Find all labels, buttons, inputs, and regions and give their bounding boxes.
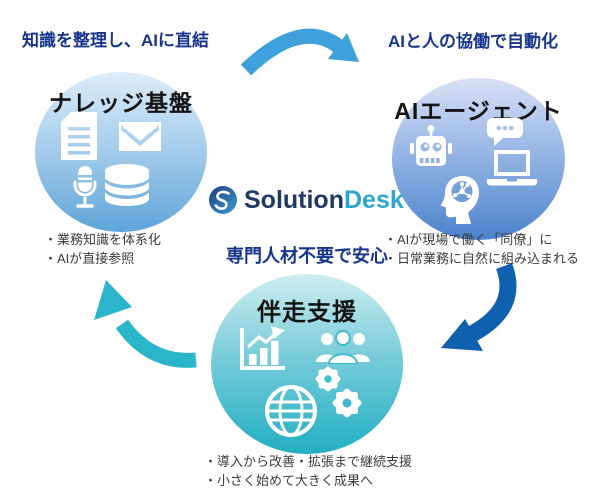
bar-chart-icon: [238, 326, 286, 372]
bullets-knowledge: ・業務知識を体系化 ・AIが直接参照: [44, 230, 161, 268]
laptop-icon: [487, 150, 537, 186]
arrow-support-to-knowledge: [84, 276, 202, 376]
bullet-item: ・導入から改善・拡張まで継続支援: [204, 454, 413, 469]
envelope-icon: [119, 122, 161, 151]
node-knowledge-base: ナレッジ基盤: [35, 72, 207, 232]
logo-text-desk: Desk: [343, 186, 404, 214]
chat-bubble-icon: [487, 118, 523, 147]
arrow-agent-to-support: [430, 262, 522, 354]
robot-icon: [410, 125, 452, 167]
database-icon: [105, 164, 149, 206]
gears-icon: [313, 366, 363, 418]
node-hands-on-support: 伴走支援: [211, 274, 403, 454]
bullets-agent: ・AIが現場で働く「同僚」に ・日常業務に自然に組み込まれる: [384, 230, 579, 268]
arrow-knowledge-to-agent: [238, 26, 364, 84]
caption-knowledge: 知識を整理し、AIに直結: [22, 31, 209, 50]
bullet-item: ・業務知識を体系化: [44, 232, 162, 247]
bullet-item: ・小さく始めて大きく成果へ: [204, 473, 374, 488]
logo-text-solution: Solution: [244, 186, 344, 214]
node-ai-agent: AIエージェント: [392, 78, 565, 240]
node-title: ナレッジ基盤: [49, 90, 193, 116]
solutiondesk-logo: SolutionDesk: [208, 185, 404, 215]
caption-support: 専門人材不要で安心: [226, 246, 388, 266]
bullet-item: ・AIが現場で働く「同僚」に: [384, 232, 553, 247]
bullet-item: ・AIが直接参照: [44, 251, 135, 266]
caption-agent: AIと人の協働で自動化: [388, 32, 558, 51]
ai-head-icon: [440, 176, 480, 224]
bullets-support: ・導入から改善・拡張まで継続支援 ・小さく始めて大きく成果へ: [204, 452, 412, 490]
s-swirl-icon: [208, 185, 238, 215]
document-icon: [61, 112, 97, 160]
logo-wordmark: SolutionDesk: [244, 185, 404, 215]
globe-icon: [264, 384, 318, 438]
node-title: 伴走支援: [257, 299, 357, 326]
microphone-icon: [73, 166, 97, 212]
node-title: AIエージェント: [394, 98, 563, 124]
people-icon: [316, 330, 370, 365]
bullet-item: ・日常業務に自然に組み込まれる: [384, 251, 580, 266]
